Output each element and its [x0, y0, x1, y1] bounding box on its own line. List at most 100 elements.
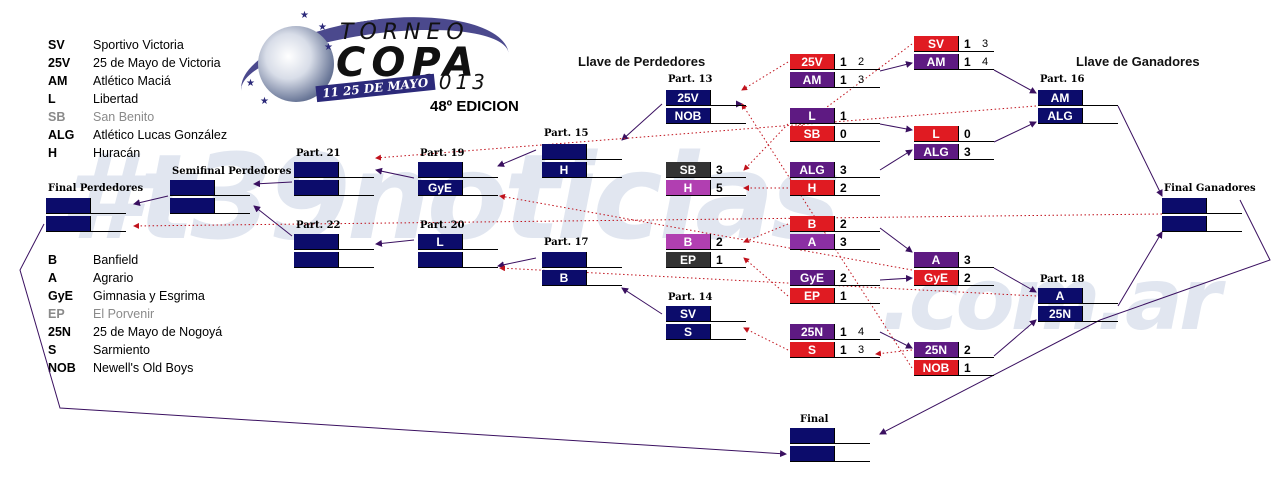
bracket-slot — [170, 198, 250, 214]
slot-divider — [214, 180, 215, 196]
bracket-slot — [294, 180, 374, 196]
team-cell: S — [666, 324, 710, 340]
bracket-slot: A — [1038, 288, 1118, 304]
penalty-score-cell: 3 — [982, 38, 989, 50]
match-label-final-gan: Final Ganadores — [1164, 183, 1256, 194]
team-cell: B — [790, 216, 834, 232]
slot-divider — [462, 234, 463, 250]
slot-line — [294, 177, 374, 178]
slot-divider — [338, 180, 339, 196]
score-cell: 2 — [840, 217, 847, 231]
team-cell: GyE — [790, 270, 834, 286]
slot-divider — [710, 108, 711, 124]
legend-team-name: Sarmiento — [93, 343, 150, 357]
team-cell: A — [790, 234, 834, 250]
slot-line — [790, 461, 870, 462]
legend-team-name: Atlético Lucas González — [93, 128, 228, 142]
bracket-slot — [46, 198, 126, 214]
match-label-p21: Part. 21 — [296, 148, 341, 159]
match-label-p18: Part. 18 — [1040, 274, 1085, 285]
team-cell: 25V — [790, 54, 834, 70]
legend-abbrev: H — [48, 146, 58, 160]
legend-team-name: Newell's Old Boys — [93, 361, 194, 375]
slot-divider — [834, 428, 835, 444]
team-cell — [790, 446, 834, 462]
legend-team-name: Libertad — [93, 92, 139, 106]
slot-divider — [710, 324, 711, 340]
slot-divider — [958, 54, 959, 70]
team-cell: L — [914, 126, 958, 142]
bracket-slot: AM — [1038, 90, 1118, 106]
team-cell: EP — [666, 252, 710, 268]
slot-divider — [958, 144, 959, 160]
star-icon: ★ — [324, 42, 333, 53]
team-cell: ALG — [1038, 108, 1082, 124]
slot-line — [914, 375, 994, 376]
legend-abbrev: ALG — [48, 128, 75, 142]
slot-divider — [834, 216, 835, 232]
slot-divider — [338, 162, 339, 178]
team-cell — [418, 252, 462, 268]
slot-line — [418, 177, 498, 178]
slot-line — [542, 159, 622, 160]
bracket-slot: S — [666, 324, 746, 340]
loser-paths — [133, 43, 1163, 369]
team-cell: AM — [790, 72, 834, 88]
slot-divider — [834, 234, 835, 250]
team-cell: SV — [914, 36, 958, 52]
slot-divider — [958, 342, 959, 358]
slot-line — [170, 213, 250, 214]
slot-line — [542, 267, 622, 268]
bracket-slot — [294, 252, 374, 268]
team-cell — [1162, 198, 1206, 214]
slot-line — [46, 231, 126, 232]
legend-abbrev: L — [48, 92, 56, 106]
team-cell: ALG — [914, 144, 958, 160]
slot-divider — [90, 216, 91, 232]
team-cell: 25N — [790, 324, 834, 340]
slot-divider — [834, 446, 835, 462]
legend-row: L Libertad — [48, 90, 227, 108]
bracket-slot — [542, 144, 622, 160]
legend-team-name: Gimnasia y Esgrima — [93, 289, 205, 303]
slot-divider — [462, 180, 463, 196]
slot-line — [790, 177, 880, 178]
legend-row: ALG Atlético Lucas González — [48, 126, 227, 144]
score-cell: 1 — [964, 37, 971, 51]
team-cell: AM — [914, 54, 958, 70]
match-label-p19: Part. 19 — [420, 148, 465, 159]
slot-line — [666, 267, 746, 268]
team-cell: ALG — [790, 162, 834, 178]
slot-divider — [958, 126, 959, 142]
slot-divider — [90, 198, 91, 214]
penalty-score-cell: 3 — [858, 74, 865, 86]
team-cell: SV — [666, 306, 710, 322]
slot-line — [790, 69, 880, 70]
slot-line — [1162, 231, 1242, 232]
match-label-p17: Part. 17 — [544, 237, 589, 248]
bracket-slot: 25V — [666, 90, 746, 106]
slot-line — [666, 105, 746, 106]
match-label-final: Final — [800, 414, 829, 425]
score-cell: 2 — [964, 343, 971, 357]
losers-bracket-header: Llave de Perdedores — [578, 54, 706, 69]
slot-divider — [586, 162, 587, 178]
slot-line — [1038, 123, 1118, 124]
slot-line — [914, 69, 994, 70]
team-cell: 25N — [914, 342, 958, 358]
bracket-slot: 25N 2 — [914, 342, 994, 358]
score-cell: 1 — [840, 343, 847, 357]
bracket-slot — [418, 252, 498, 268]
